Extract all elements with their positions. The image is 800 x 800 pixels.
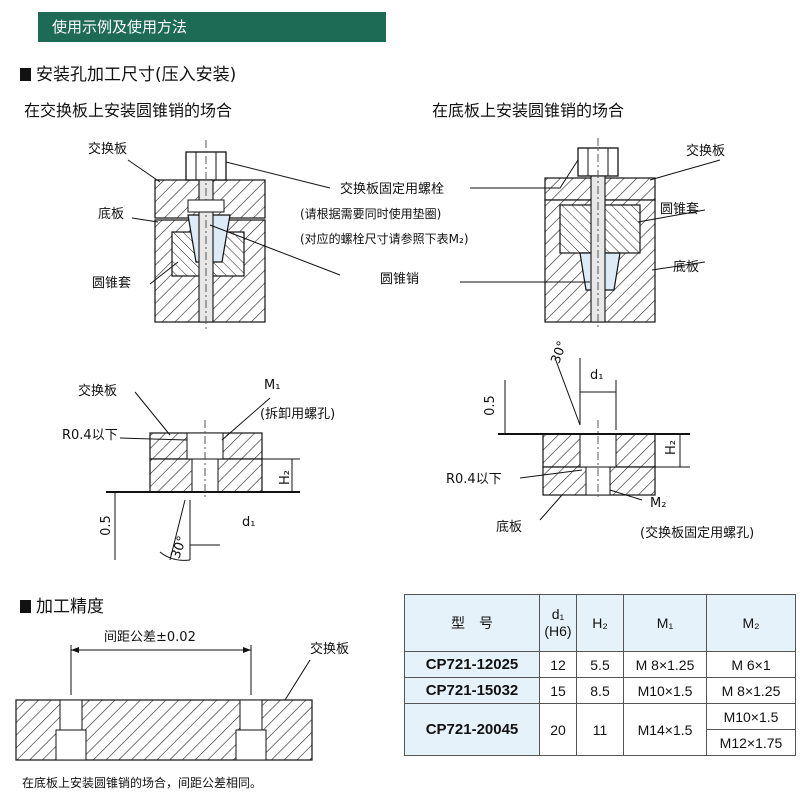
install-section-title: 安装孔加工尺寸(压入安装) [20,60,236,85]
precision-section-title: 加工精度 [20,592,104,617]
footnote: 在底板上安装圆锥销的场合，间距公差相同。 [22,776,263,790]
right-detail [498,357,690,521]
m2-cell: M12×1.75 [706,729,796,756]
header-d1: d₁(H6) [539,594,577,652]
model-cell: CP721-20045 [404,703,540,756]
cone-pin-callout: 圆锥销 [380,272,420,287]
left-exchange-plate-label: 交换板 [88,142,128,157]
left-detail-exchange-plate: 交换板 [78,384,118,399]
right-h2-label: H₂ [664,440,679,455]
right-assembly [544,138,656,330]
left-assembly [154,140,266,330]
right-base-plate-label: 底板 [673,260,700,275]
spec-table: 型 号 d₁(H6) H₂ M₁ M₂ CP721-12025 12 5.5 M… [404,594,796,756]
header-model: 型 号 [404,594,540,652]
left-base-plate-label: 底板 [98,207,125,222]
left-depth-label: 0.5 [98,515,114,536]
m1-note: (拆卸用螺孔) [260,407,336,422]
d1-cell: 20 [539,703,577,756]
m1-cell: M 8×1.25 [623,651,707,678]
h2-cell: 11 [576,703,624,756]
m2-cell: M 6×1 [706,651,796,678]
precision-section-label: 加工精度 [36,597,104,617]
right-cone-sleeve-label: 圆锥套 [660,202,700,217]
model-cell: CP721-12025 [404,651,540,678]
bolt-callout: 交换板固定用螺栓 [340,182,445,197]
table-row: CP721-12025 12 5.5 M 8×1.25 M 6×1 [404,651,796,678]
m1-cell: M14×1.5 [623,703,707,756]
table-row: CP721-15032 15 8.5 M10×1.5 M 8×1.25 [404,677,796,704]
m1-label: M₁ [264,378,281,393]
left-h2-label: H₂ [278,470,293,485]
right-exchange-plate-label: 交换板 [686,144,726,159]
washer-note: (请根据需要同时使用垫圈) [300,207,442,221]
header-m2: M₂ [706,594,796,652]
header-d1-sub: (H6) [544,623,572,639]
m2-cell: M 8×1.25 [706,677,796,704]
section-header: 使用示例及使用方法 [38,12,386,42]
tolerance-label: 间距公差±0.02 [104,630,196,645]
d1-cell: 15 [539,677,577,704]
d1-cell: 12 [539,651,577,678]
right-d1-label: d₁ [590,368,604,383]
h2-cell: 8.5 [576,677,624,704]
left-cone-sleeve-label: 圆锥套 [92,276,132,291]
left-radius-label: R0.4以下 [62,428,118,443]
install-section-label: 安装孔加工尺寸(压入安装) [36,65,237,85]
header-m1: M₁ [623,594,707,652]
m2-note: (交换板固定用螺孔) [640,526,755,541]
m2-label: M₂ [650,496,667,511]
table-header-row: 型 号 d₁(H6) H₂ M₁ M₂ [404,594,796,652]
left-d1-label: d₁ [242,515,256,530]
m1-cell: M10×1.5 [623,677,707,704]
right-case-title: 在底板上安装圆锥销的场合 [432,101,625,120]
table-row: M12×1.75 [405,729,796,756]
right-radius-label: R0.4以下 [446,472,502,487]
square-bullet-icon [20,68,31,81]
precision-detail [15,645,313,761]
m2-cell: M10×1.5 [706,703,796,730]
left-detail [106,391,300,561]
size-note: (对应的螺栓尺寸请参照下表M₂) [300,232,469,246]
precision-exchange-plate: 交换板 [310,642,350,657]
model-cell: CP721-15032 [404,677,540,704]
right-detail-base-plate: 底板 [496,520,523,535]
header-d1-label: d₁ [551,606,565,622]
table-row: CP721-20045 20 11 M14×1.5 M10×1.5 [404,703,796,756]
h2-cell: 5.5 [576,651,624,678]
square-bullet-icon [20,600,31,613]
right-depth-label: 0.5 [482,395,498,416]
left-case-title: 在交换板上安装圆锥销的场合 [24,101,233,120]
header-h2: H₂ [576,594,624,652]
